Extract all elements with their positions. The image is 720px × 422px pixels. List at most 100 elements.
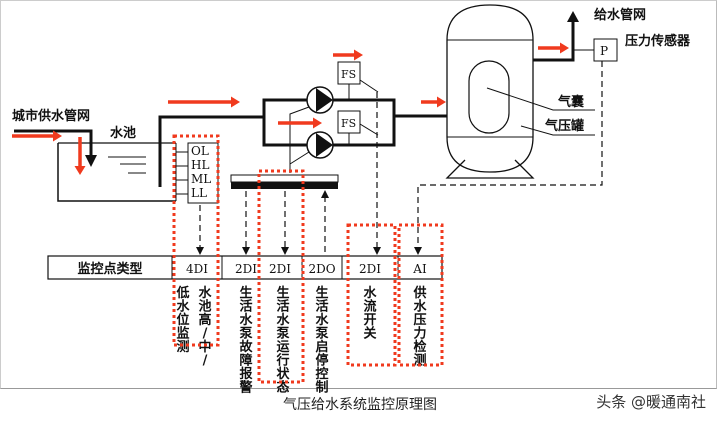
figure-caption: 气压给水系统监控原理图 (283, 397, 437, 413)
pressure-sensor (593, 38, 618, 62)
table-cell: 4DI (186, 262, 208, 276)
description-char: 水 (276, 312, 290, 328)
description-char: 测 (413, 353, 426, 369)
description-char: 活 (276, 299, 289, 315)
pump-manifold (262, 98, 447, 147)
description-char: 监 (176, 326, 189, 342)
table-cell: 2DI (359, 262, 381, 276)
flow-arrows (12, 42, 569, 175)
description-char: 水 (176, 299, 190, 315)
description-char: 压 (413, 313, 426, 328)
pressure-tank-label: 气压罐 (545, 118, 584, 134)
description-char: 位 (176, 312, 189, 328)
airbag-leader (486, 87, 595, 111)
pump-control-wires (289, 106, 310, 173)
flow-switch-1 (337, 61, 379, 100)
description-char: / (203, 354, 208, 369)
level-label-hl: HL (191, 158, 209, 172)
level-label-ll: LL (191, 186, 207, 200)
description-char: 障 (239, 353, 252, 369)
description-char: 运 (276, 340, 289, 355)
flow-arrow (333, 49, 363, 61)
description-char: 生 (239, 285, 252, 301)
level-label-ml: ML (191, 172, 211, 186)
description-char: 中 (198, 339, 211, 355)
tank-leader (520, 125, 595, 136)
description-char: 供 (412, 285, 426, 301)
description-char: 水 (413, 299, 427, 315)
description-char: 控 (315, 366, 328, 382)
description-char: 水 (315, 312, 329, 328)
description-char: 报 (239, 367, 253, 382)
pressure-sensor-p: P (600, 44, 608, 58)
highlight-pressure (397, 223, 444, 367)
flow-arrow (421, 96, 446, 108)
airbag-label: 气囊 (558, 94, 585, 110)
description-char: 力 (413, 326, 426, 342)
description-char: / (203, 327, 208, 342)
diagram-frame (0, 0, 717, 389)
flow-arrow (168, 96, 240, 108)
description-char: 制 (315, 380, 328, 396)
signal-lines (199, 61, 603, 252)
table-cells: 4DI 2DI 2DI 2DO 2DI AI (186, 262, 427, 276)
city-supply-pipe (14, 129, 97, 167)
outlet-pipe (533, 11, 594, 62)
table-cell: 2DO (308, 262, 335, 276)
highlight-boxes (172, 134, 444, 384)
description-char: 泵 (315, 327, 328, 342)
highlight-flow-switch (346, 223, 397, 367)
flow-arrow (12, 130, 62, 142)
level-sensor-box (175, 142, 219, 204)
table-cell: 2DI (235, 262, 257, 276)
table-cell: AI (412, 262, 427, 276)
table-cell: 2DI (269, 262, 291, 276)
description-char: 启 (315, 339, 328, 355)
description-char: 故 (239, 339, 253, 355)
description-char: 关 (363, 326, 376, 342)
flow-arrow (538, 42, 569, 54)
flow-arrow (74, 137, 86, 175)
table-header: 监控点类型 (77, 261, 142, 277)
pump-1 (306, 86, 334, 114)
watermark: 头条 @暖通南社 (596, 393, 706, 411)
description-char: 水 (198, 285, 212, 301)
description-char: 高 (198, 312, 211, 328)
description-char: 测 (176, 339, 189, 355)
description-char: 检 (413, 339, 426, 355)
suction-pipe (158, 115, 264, 187)
fs2-label: FS (341, 117, 356, 130)
description-char: 行 (275, 353, 289, 369)
description-char: 生 (276, 285, 289, 301)
description-char: 水 (239, 312, 253, 328)
description-char: 泵 (239, 327, 252, 342)
outlet-label: 给水管网 (594, 7, 646, 23)
description-char: 状 (276, 366, 290, 382)
signal-arrowheads (196, 190, 422, 255)
flow-arrow (278, 117, 322, 129)
flow-switch-2 (337, 110, 379, 145)
description-char: 活 (239, 299, 252, 315)
description-char: 生 (315, 285, 328, 301)
description-char: 泵 (276, 327, 289, 342)
description-char: 活 (315, 299, 328, 315)
description-char: 警 (239, 380, 252, 396)
level-label-ol: OL (191, 144, 209, 158)
description-char: 水 (363, 285, 377, 301)
description-char: 流 (363, 299, 376, 315)
water-tank (57, 142, 176, 202)
highlight-run-state (257, 169, 305, 384)
description-char: 开 (363, 313, 376, 328)
description-char: 停 (315, 353, 328, 369)
city-supply-label: 城市供水管网 (12, 108, 90, 124)
pressure-sensor-label: 压力传感器 (625, 33, 691, 49)
controller-bar (230, 174, 339, 189)
table-descriptions: 低水位监测水池高/中/生活水泵故障报警生活水泵运行状态生活水泵启停控制水流开关供… (175, 285, 427, 396)
airbag (468, 60, 510, 134)
fs1-label: FS (341, 68, 356, 81)
pump-2 (306, 131, 334, 159)
tank-label: 水池 (110, 125, 136, 141)
description-char: 池 (198, 299, 211, 315)
